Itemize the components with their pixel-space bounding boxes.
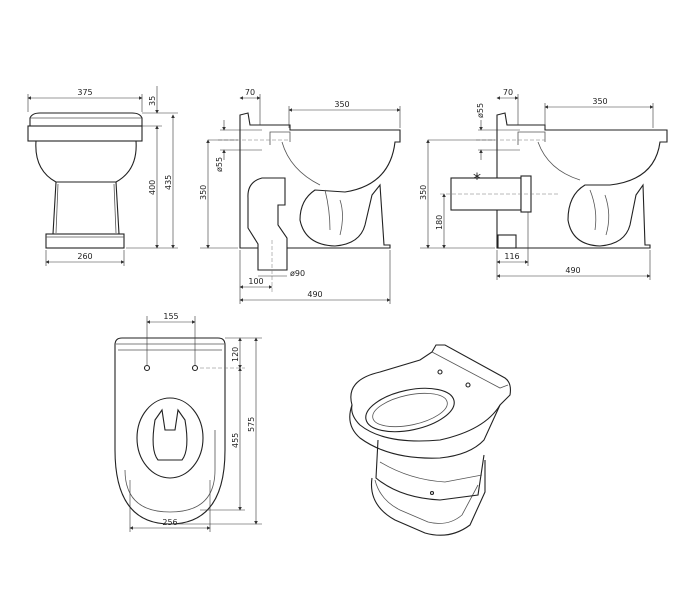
- floor-outlet-pipe: [247, 177, 288, 271]
- floor-inlet-offset-label: 70: [245, 88, 255, 97]
- iso-rim: [350, 344, 511, 442]
- bowl: [35, 140, 137, 183]
- wall-outlet-height-label: 180: [435, 215, 444, 230]
- wall-depth-label: 490: [565, 266, 580, 275]
- fixing-hole-right: [191, 364, 199, 372]
- top-total-length-label: 575: [247, 417, 256, 432]
- side-view-floor-outlet: 350 ø55 70 350 ø90 100 490: [199, 88, 401, 304]
- wall-outlet-offset-label: 116: [504, 252, 519, 261]
- floor-inlet-diameter-label: ø55: [215, 157, 224, 172]
- seat-outline: [114, 337, 226, 525]
- front-rim-height-label: 400: [148, 180, 157, 195]
- iso-pedestal: [375, 439, 485, 501]
- top-view: 155 120 455 575 256: [114, 312, 262, 532]
- wall-inlet-offset-label: 70: [503, 88, 513, 97]
- floor-depth-label: 490: [307, 290, 322, 299]
- front-width-label: 375: [77, 88, 92, 97]
- front-total-height-label: 435: [164, 175, 173, 190]
- note-asterisk: *: [473, 169, 481, 188]
- iso-base: [370, 460, 486, 536]
- top-rim-length-label: 455: [231, 433, 240, 448]
- iso-seat-opening: [365, 387, 455, 433]
- front-view: 375 260 35 400 435: [27, 86, 178, 266]
- top-hole-spacing-label: 155: [163, 312, 178, 321]
- floor-inlet-height-label: 350: [199, 185, 208, 200]
- floor-outlet-diameter-label: ø90: [290, 269, 305, 278]
- side-view-wall-outlet: * 350 180 ø55 70 350 116 490: [419, 88, 668, 280]
- floor-bowl-length-label: 350: [334, 100, 349, 109]
- top-hole-offset-label: 120: [231, 347, 240, 362]
- floor-outlet-offset-label: 100: [248, 277, 263, 286]
- seat-opening: [136, 397, 204, 479]
- seat-lid: [29, 112, 143, 127]
- isometric-view: [349, 344, 511, 536]
- wall-inlet-diameter-label: ø55: [476, 103, 485, 118]
- front-seat-thickness-label: 35: [148, 96, 157, 106]
- iso-bowl: [349, 404, 501, 459]
- base: [45, 233, 125, 249]
- top-width-label: 256: [162, 518, 177, 527]
- front-base-width-label: 260: [77, 252, 92, 261]
- bowl-trap: [152, 408, 188, 461]
- pedestal: [52, 181, 120, 235]
- fixing-hole-left: [143, 364, 151, 372]
- wall-inlet-height-label: 350: [419, 185, 428, 200]
- wall-bowl-length-label: 350: [592, 97, 607, 106]
